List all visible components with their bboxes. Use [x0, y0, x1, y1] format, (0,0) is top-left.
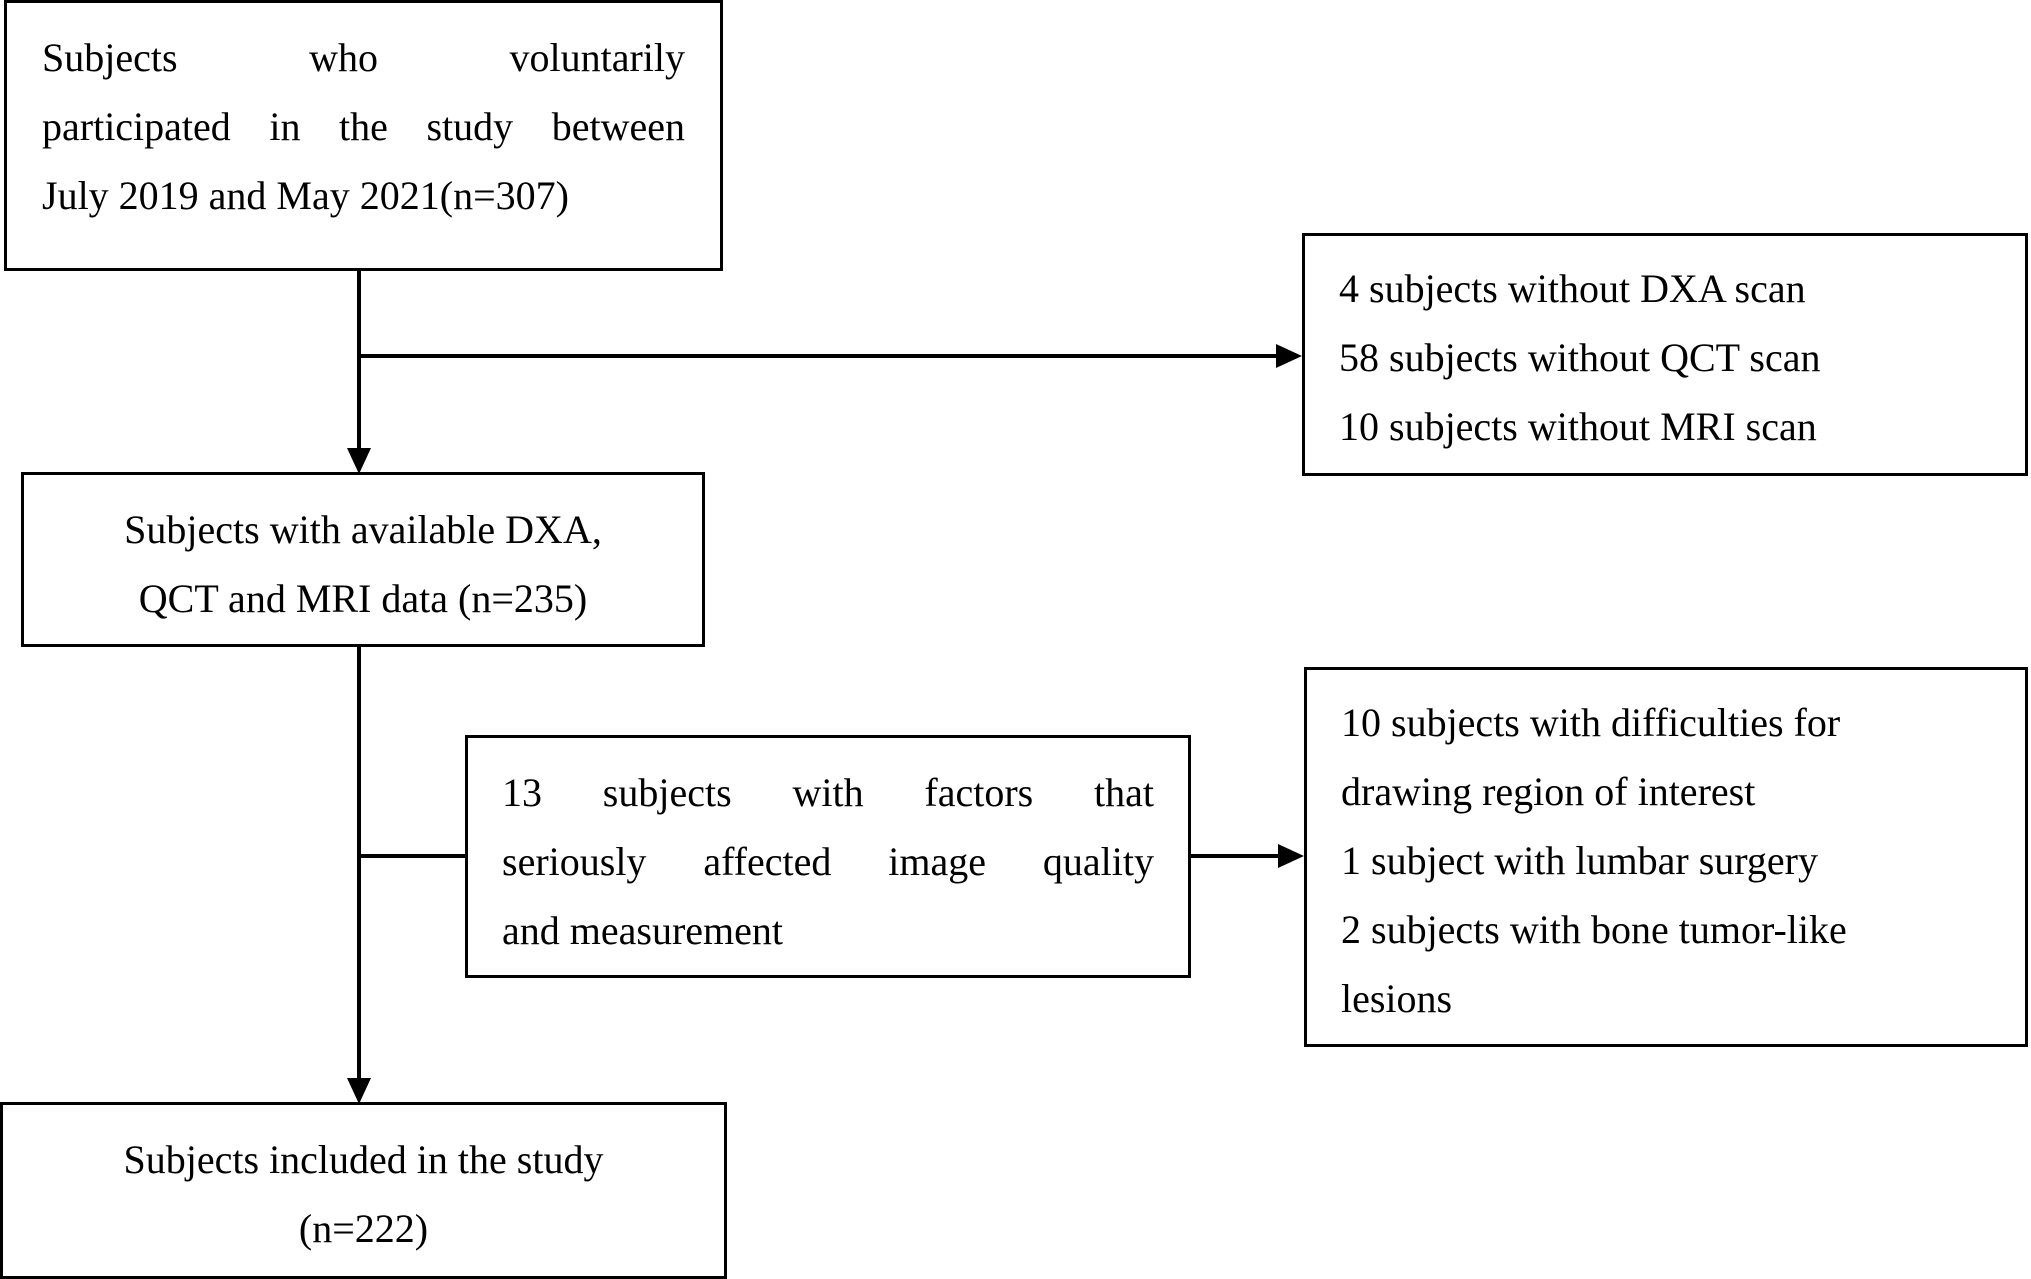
included-subjects-box: Subjects included in the study (n=222): [0, 1102, 727, 1279]
quality-details-line-4: 2 subjects with bone tumor-like: [1341, 907, 1847, 952]
quality-factors-line-2: seriously affected image quality: [502, 839, 1154, 884]
arrowhead-to-quality-details: [1278, 844, 1304, 868]
included-line-1: Subjects included in the study: [123, 1137, 604, 1182]
enrolled-line-1: Subjects who voluntarily: [42, 35, 685, 80]
excluded-scans-box: 4 subjects without DXA scan 58 subjects …: [1302, 233, 2028, 476]
excluded-scans-line-2: 58 subjects without QCT scan: [1339, 335, 1821, 380]
quality-factors-line-3: and measurement: [502, 908, 783, 953]
included-line-2: (n=222): [298, 1206, 429, 1251]
arrowhead-to-included: [347, 1078, 371, 1104]
quality-details-line-3: 1 subject with lumbar surgery: [1341, 838, 1818, 883]
enrolled-line-3: July 2019 and May 2021(n=307): [42, 173, 569, 218]
quality-factors-line-1: 13 subjects with factors that: [502, 770, 1154, 815]
enrolled-subjects-box: Subjects who voluntarily participated in…: [4, 0, 723, 271]
arrowhead-to-excluded-scans: [1276, 344, 1302, 368]
enrolled-line-2: participated in the study between: [42, 104, 685, 149]
quality-details-line-5: lesions: [1341, 976, 1453, 1021]
quality-factors-box: 13 subjects with factors that seriously …: [465, 735, 1191, 978]
available-line-2: QCT and MRI data (n=235): [138, 576, 588, 621]
quality-details-box: 10 subjects with difficulties for drawin…: [1304, 667, 2028, 1047]
available-subjects-box: Subjects with available DXA, QCT and MRI…: [21, 472, 705, 647]
arrowhead-to-available: [347, 448, 371, 474]
excluded-scans-line-1: 4 subjects without DXA scan: [1339, 266, 1806, 311]
excluded-scans-line-3: 10 subjects without MRI scan: [1339, 404, 1817, 449]
quality-details-line-1: 10 subjects with difficulties for: [1341, 700, 1841, 745]
available-line-1: Subjects with available DXA,: [124, 507, 602, 552]
quality-details-line-2: drawing region of interest: [1341, 769, 1756, 814]
